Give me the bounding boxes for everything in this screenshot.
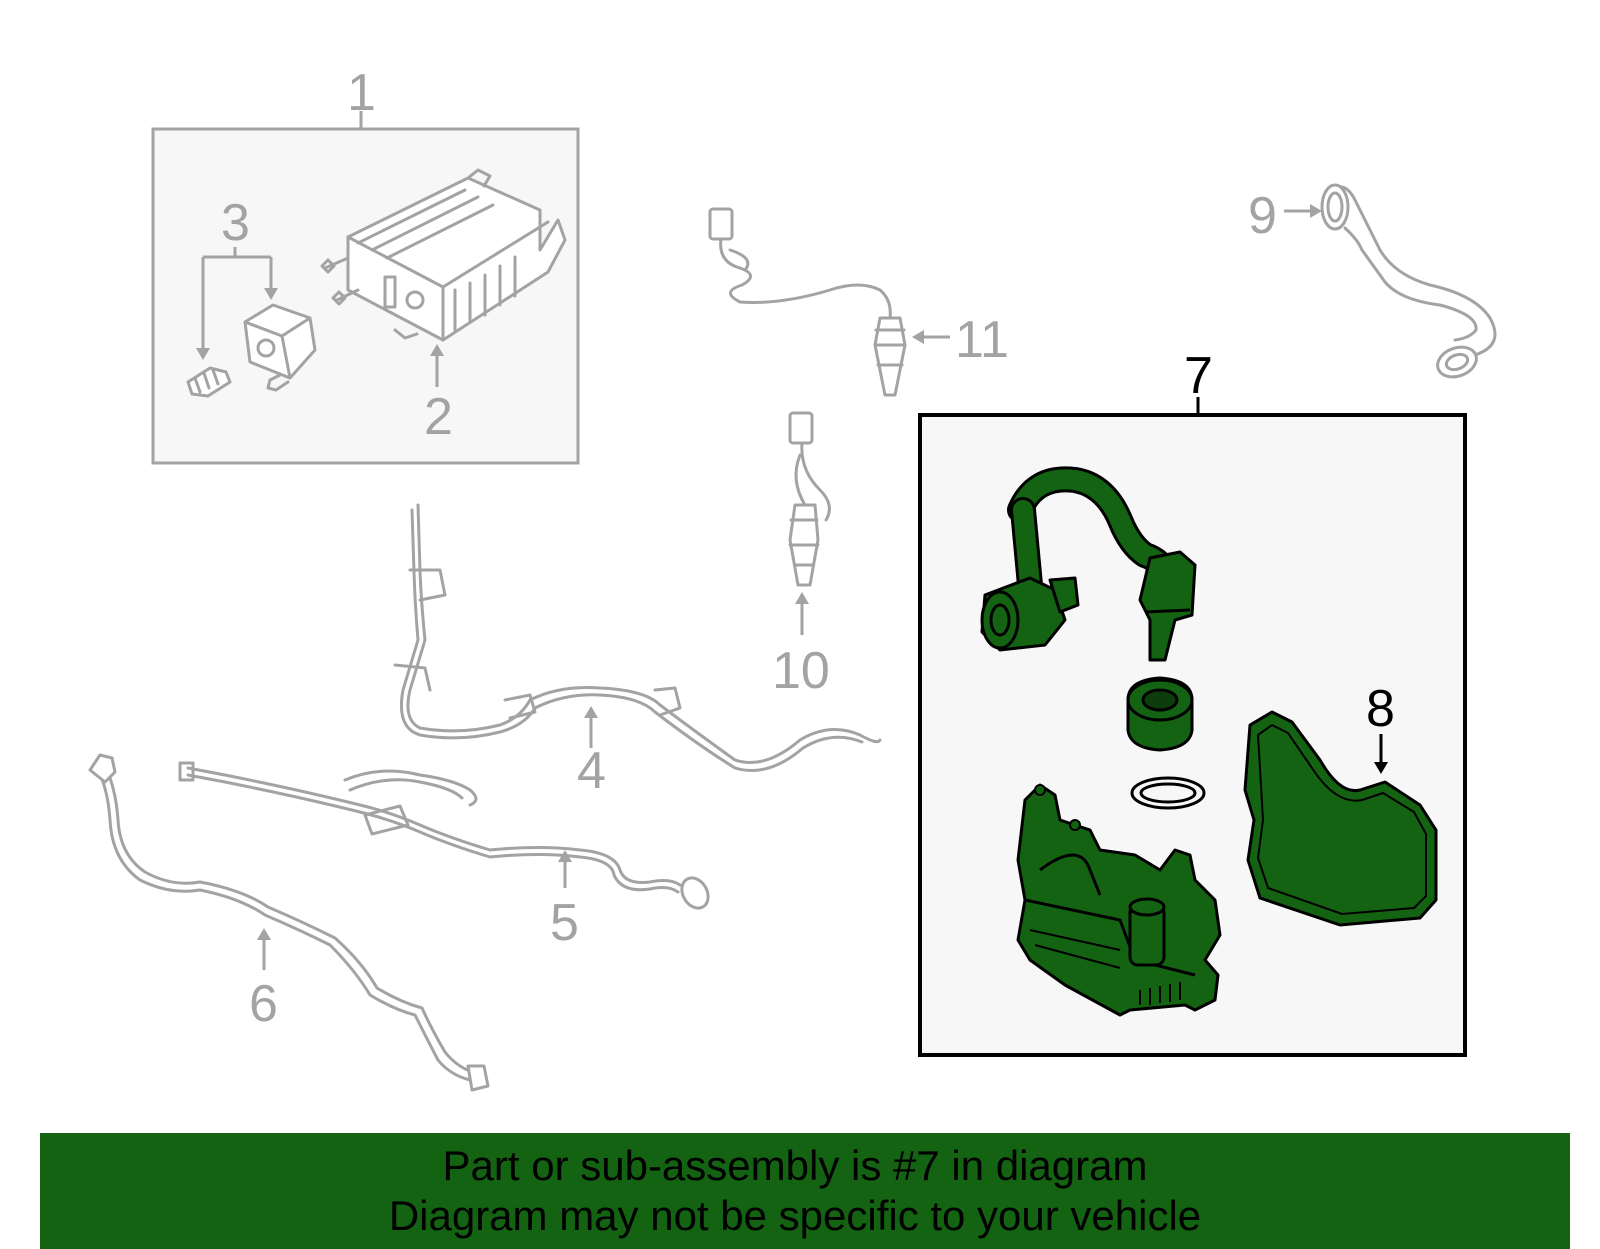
callout-7: 7 bbox=[1184, 347, 1213, 405]
part-10-oxygen-sensor[interactable] bbox=[788, 411, 831, 587]
callout-5: 5 bbox=[550, 894, 579, 952]
callout-10: 10 bbox=[772, 642, 830, 700]
info-banner: Part or sub-assembly is #7 in diagram Di… bbox=[40, 1133, 1570, 1249]
part-9-pcv-hose[interactable] bbox=[1320, 183, 1497, 382]
callout-2: 2 bbox=[424, 388, 453, 446]
part-6-harness[interactable] bbox=[88, 753, 490, 1092]
callout-group-1: 1 2 3 bbox=[151, 64, 580, 465]
part-8-cover-gasket[interactable] bbox=[1243, 710, 1438, 927]
callout-11: 11 bbox=[955, 311, 1009, 369]
callout-group-7: 7 bbox=[918, 347, 1467, 1057]
callout-4: 4 bbox=[577, 742, 606, 800]
part-7-o-ring bbox=[1130, 776, 1206, 810]
part-3-vent-valve[interactable] bbox=[186, 303, 317, 398]
banner-line-1: Part or sub-assembly is #7 in diagram bbox=[442, 1142, 1148, 1189]
callout-9: 9 bbox=[1248, 187, 1277, 245]
part-7-pcv-hose[interactable] bbox=[980, 466, 1197, 662]
parts-diagram: 1 2 3 bbox=[88, 64, 1497, 1092]
part-11-oxygen-sensor[interactable] bbox=[708, 207, 907, 397]
part-7-oil-separator-housing[interactable] bbox=[1016, 783, 1222, 1017]
callout-8: 8 bbox=[1366, 680, 1395, 738]
part-4-harness[interactable] bbox=[393, 503, 882, 772]
callout-1: 1 bbox=[347, 64, 376, 122]
banner-line-2: Diagram may not be specific to your vehi… bbox=[388, 1192, 1202, 1239]
part-5-harness[interactable] bbox=[178, 761, 713, 913]
part-7-grommet[interactable] bbox=[1126, 676, 1194, 752]
callout-3: 3 bbox=[221, 194, 250, 252]
callout-6: 6 bbox=[249, 975, 278, 1033]
part-2-canister[interactable] bbox=[320, 168, 567, 342]
